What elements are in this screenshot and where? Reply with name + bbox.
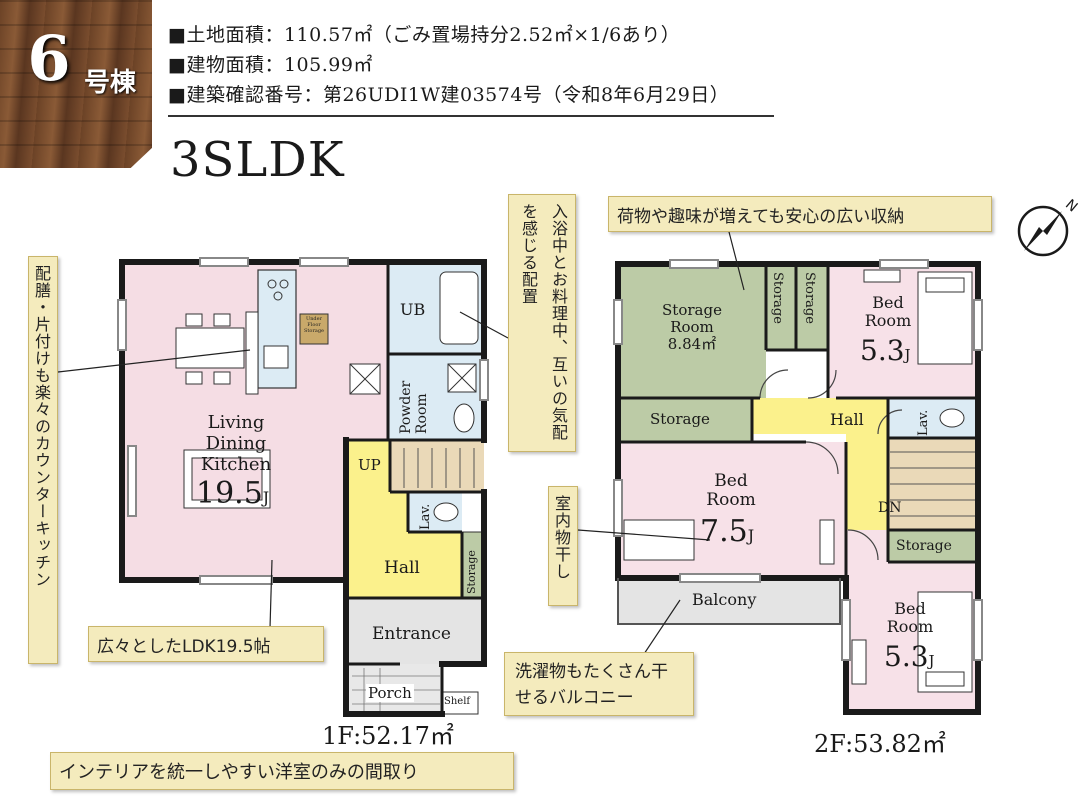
ldk-label: Living Dining Kitchen — [200, 412, 272, 475]
callout-leaders — [57, 227, 745, 661]
callout-indoor-drying: 室内物干し — [548, 486, 578, 606]
callout-bath-kitchen: 入浴中とお料理中、互いの気配を感じる配置 — [508, 194, 576, 452]
callout-balcony-note: 洗濯物もたくさん干せるバルコニー — [504, 652, 694, 716]
compass-rose — [1017, 205, 1069, 257]
building-badge — [0, 0, 152, 168]
storage-mid-label: Storage — [650, 410, 710, 428]
storage-se-label: Storage — [896, 538, 952, 554]
land-area-spec: ■土地面積：110.57㎡（ごみ置場持分2.52㎡×1/6あり） — [168, 24, 681, 46]
header-divider — [168, 115, 774, 117]
underfloor-storage-label: Under Floor Storage — [304, 316, 324, 334]
storage-1f-label: Storage — [465, 550, 478, 594]
entrance-label: Entrance — [372, 624, 451, 644]
ub-label: UB — [400, 300, 426, 319]
lav-1f-label: Lav. — [418, 503, 433, 530]
callout-ldk-note: 広々としたLDK19.5帖 — [88, 626, 324, 662]
callout-kitchen-counter: 配膳・片付けも楽々のカウンターキッチン — [28, 256, 58, 664]
up-hall — [346, 440, 390, 492]
storage-b-label: Storage — [802, 272, 817, 324]
layout-type: 3SLDK — [170, 132, 345, 188]
bed-ne-label: Bed Room — [864, 293, 912, 330]
porch-label: Porch — [366, 684, 414, 702]
bed-se-size: 5.3J — [884, 640, 935, 673]
lav-2f-label: Lav. — [916, 409, 931, 436]
callout-storage-note: 荷物や趣味が増えても安心の広い収納 — [608, 196, 992, 232]
storage-room-2f — [618, 264, 766, 398]
bed-main-size: 7.5J — [700, 514, 755, 549]
building-suffix: 号棟 — [84, 68, 137, 98]
floor1-plan — [117, 257, 489, 717]
storage-room-2f-label: Storage Room 8.84㎡ — [662, 301, 722, 353]
building-area-spec: ■建物面積：105.99㎡ — [168, 54, 373, 76]
hall-1f-label: Hall — [384, 558, 420, 578]
storage-mid — [618, 398, 752, 442]
building-number: 6 — [27, 22, 71, 95]
balcony-label: Balcony — [692, 590, 757, 609]
bed-ne-size: 5.3J — [860, 334, 911, 367]
ldk-size: 19.5J — [196, 476, 270, 511]
stairs-1f — [390, 440, 484, 492]
balcony-area — [618, 578, 840, 624]
callout-western-rooms: インテリアを統一しやすい洋室のみの間取り — [50, 752, 514, 790]
entrance-room — [346, 598, 484, 664]
hall-2f-label: Hall — [830, 410, 864, 429]
dn-label: DN — [878, 500, 902, 516]
floor2-plan — [613, 259, 983, 715]
shelf-label: Shelf — [444, 696, 471, 707]
storage-a — [766, 264, 796, 350]
storage-a-label: Storage — [770, 272, 785, 324]
storage-se — [888, 530, 978, 562]
bed-se-label: Bed Room — [886, 599, 934, 636]
storage-b — [796, 264, 828, 350]
floor1-area-label: 1F:52.17㎡ — [322, 722, 454, 750]
bed-main-label: Bed Room — [706, 471, 756, 510]
up-label: UP — [358, 456, 381, 474]
powder-room-label: Powder Room — [398, 380, 430, 434]
confirmation-number-spec: ■建築確認番号：第26UDI1W建03574号（令和8年6月29日） — [168, 84, 730, 106]
floor2-area-label: 2F:53.82㎡ — [814, 730, 946, 758]
